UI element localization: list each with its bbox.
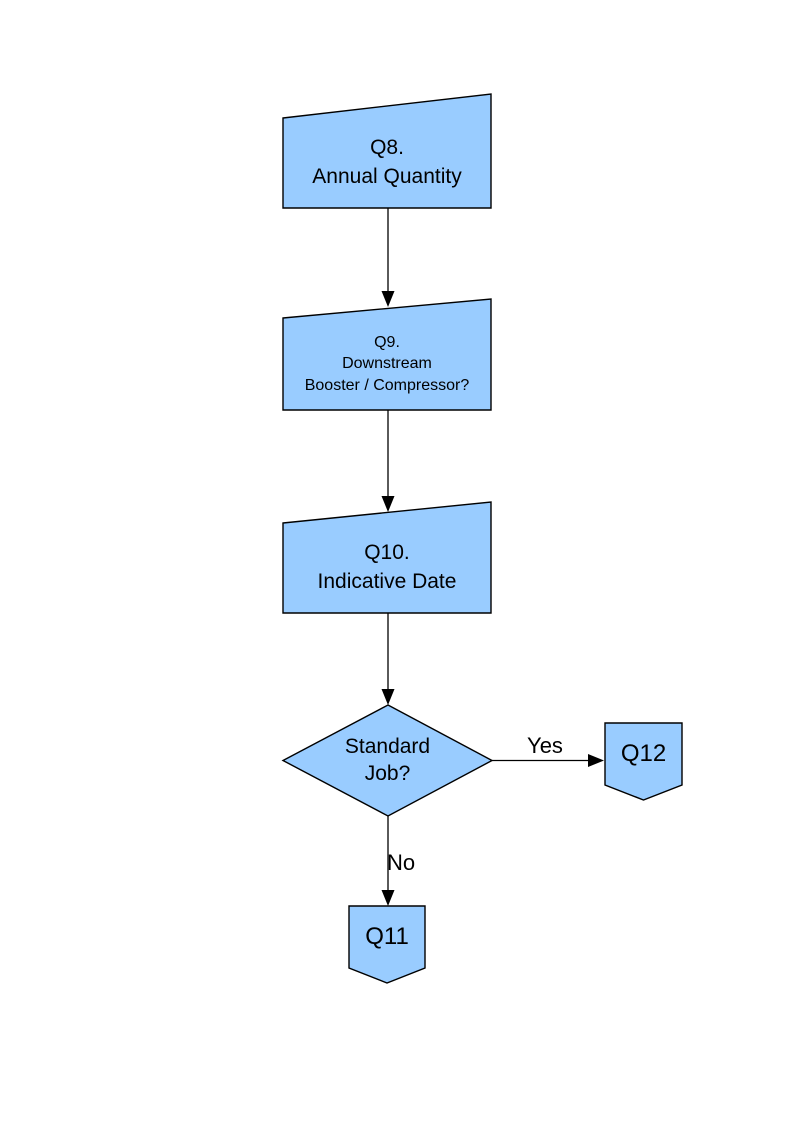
arrowhead-down-icon: [381, 689, 395, 705]
arrowhead-down-icon: [381, 496, 395, 512]
arrowhead-down-icon: [381, 291, 395, 307]
decision-diamond-shape: [281, 704, 494, 817]
q12-offpage-connector-shape: [604, 722, 683, 801]
arrowhead-right-icon: [588, 754, 604, 767]
edge-q8-to-q9: [381, 208, 395, 307]
q11-offpage-connector-shape: [348, 905, 426, 984]
edge-q9-to-q10: [381, 410, 395, 512]
q10-manual-input-shape: [282, 501, 492, 614]
edge-decision-to-q12: [492, 754, 604, 767]
arrowhead-down-icon: [381, 890, 395, 906]
q9-manual-input-shape: [282, 298, 492, 411]
edge-decision-to-q11: [381, 816, 395, 906]
edge-q10-to-decision: [381, 613, 395, 705]
q8-manual-input-shape: [282, 93, 492, 209]
